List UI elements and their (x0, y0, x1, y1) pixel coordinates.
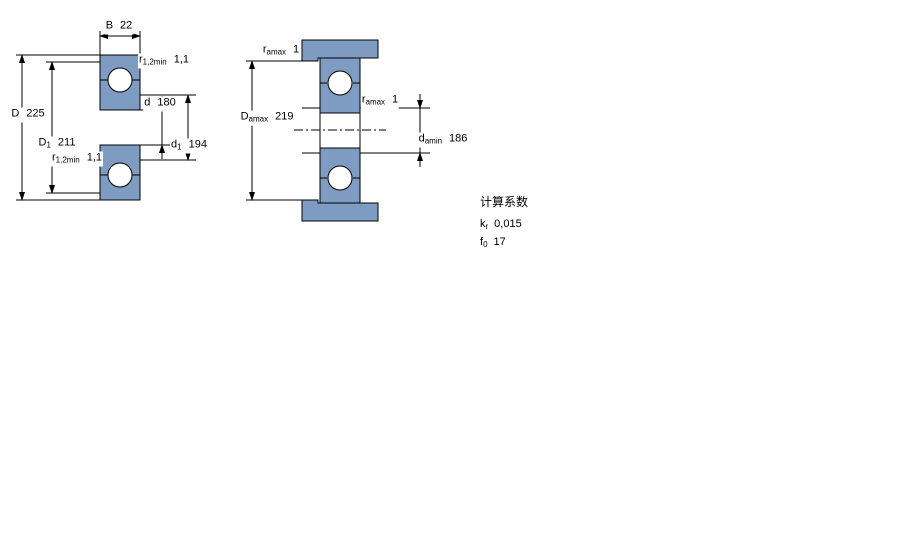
calculation-factors-title: 计算系数 (480, 195, 529, 209)
left-bearing-section (99, 54, 141, 201)
ball-bottom-left-figure (107, 162, 133, 188)
ball-bottom-right-figure (327, 165, 353, 191)
ball-top-right-figure (327, 70, 353, 96)
ball-top-left-figure (107, 67, 133, 93)
right-abutment-figure (294, 39, 430, 222)
right-extension-lines (246, 60, 302, 201)
